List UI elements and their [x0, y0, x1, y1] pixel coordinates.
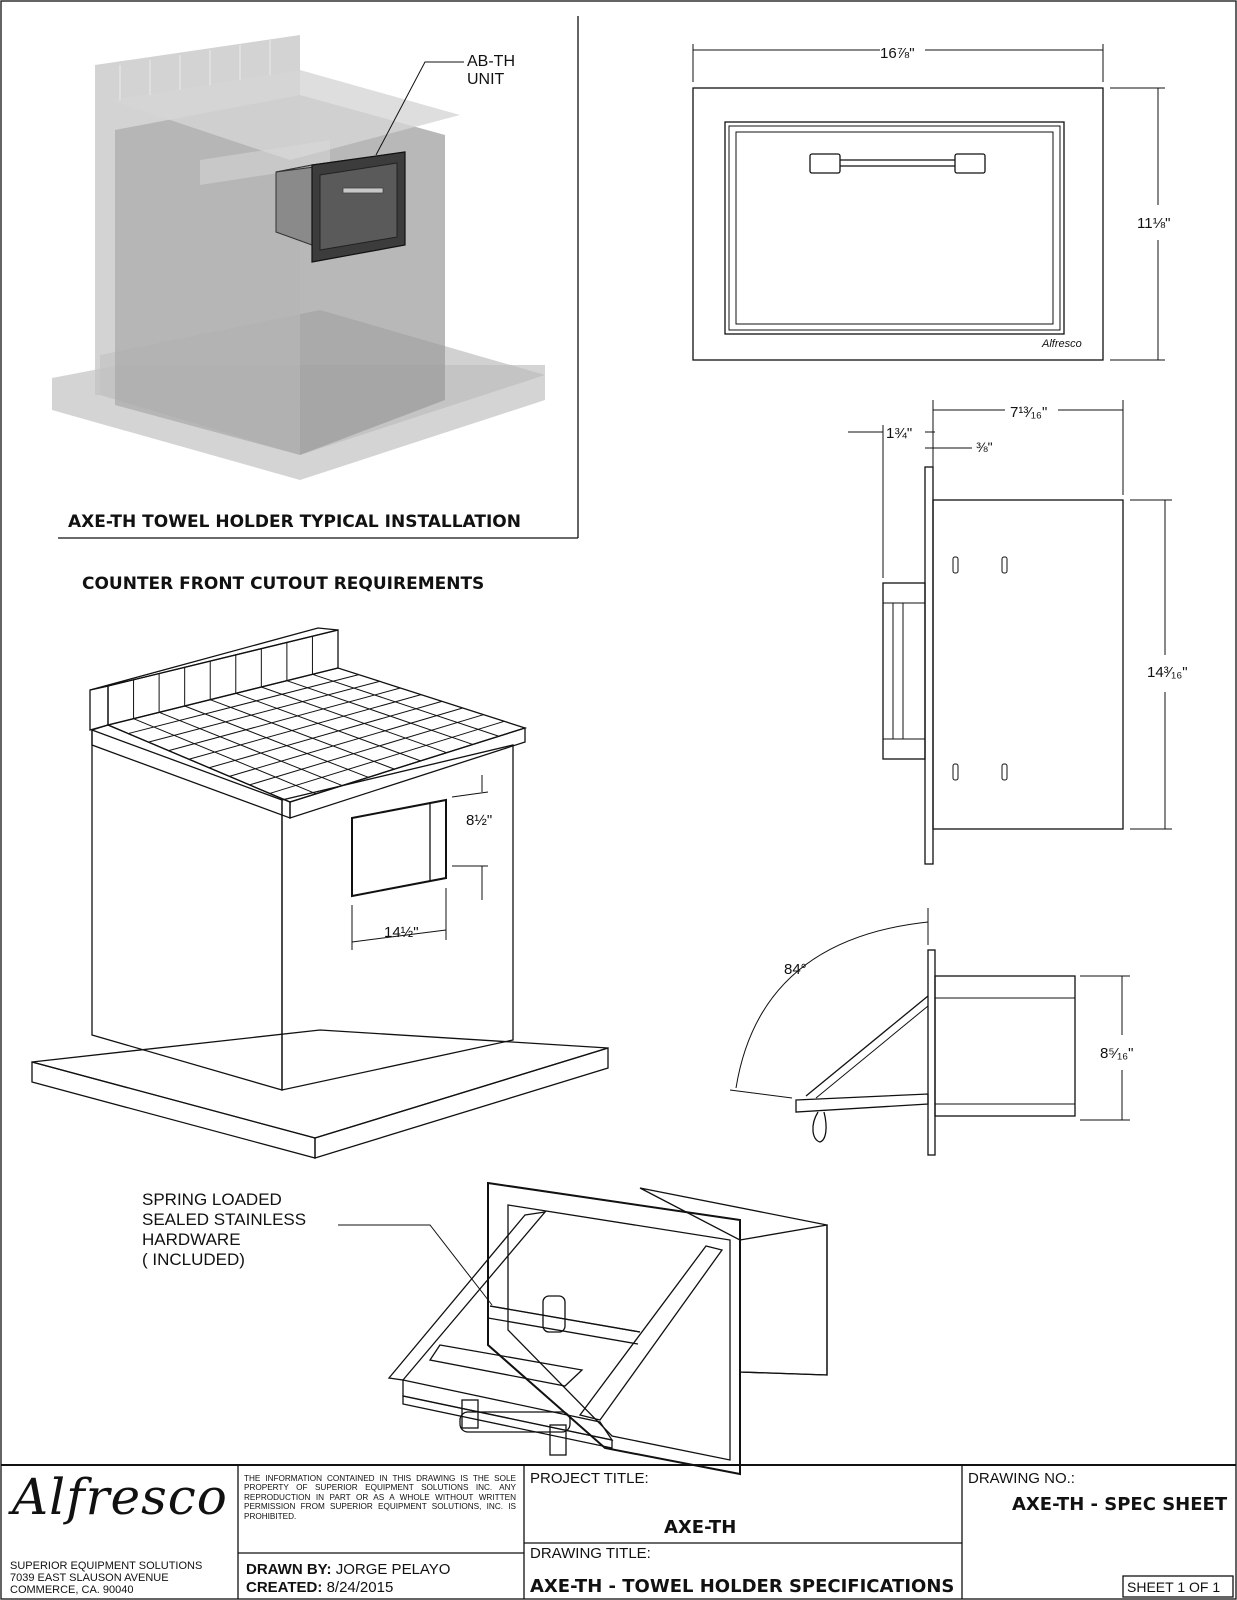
drawn-by-row: DRAWN BY: JORGE PELAYO	[246, 1561, 450, 1578]
counter-tile-grid	[128, 636, 505, 795]
tile-joint	[229, 707, 463, 777]
company-block: SUPERIOR EQUIPMENT SOLUTIONS 7039 EAST S…	[10, 1560, 202, 1596]
front-height-dim: 11⅛"	[1137, 215, 1170, 232]
tile-joint	[235, 692, 421, 762]
sheet-number: SHEET 1 OF 1	[1127, 1579, 1221, 1595]
project-title-label: PROJECT TITLE:	[530, 1470, 649, 1487]
hardware-note-line4: ( INCLUDED)	[142, 1250, 245, 1269]
tile-joint	[210, 699, 395, 770]
unit-callout-line2: UNIT	[467, 71, 505, 88]
isometric-unit	[338, 1181, 828, 1476]
tile-joint	[249, 714, 484, 786]
tile-joint	[269, 720, 505, 794]
installation-title: AXE-TH TOWEL HOLDER TYPICAL INSTALLATION	[68, 512, 521, 532]
tile-joint	[168, 687, 401, 752]
drawing-title-label: DRAWING TITLE:	[530, 1545, 651, 1562]
unit-callout-line1: AB-TH	[467, 53, 515, 70]
hardware-note-line3: HARDWARE	[142, 1230, 241, 1249]
tile-joint	[208, 700, 443, 769]
side-lip-dim: ⅜"	[976, 439, 993, 455]
open-door-view	[729, 908, 1130, 1156]
created-label: CREATED:	[246, 1579, 323, 1596]
front-width-dim: 16⅞"	[880, 45, 915, 62]
tile-joint	[188, 694, 422, 760]
cutout-width-dim: 14½"	[384, 924, 419, 941]
drawing-no-value: AXE-TH - SPEC SHEET	[1012, 1494, 1228, 1515]
tile-joint	[128, 674, 359, 735]
cutout-title: COUNTER FRONT CUTOUT REQUIREMENTS	[82, 574, 484, 594]
open-angle-dim: 84°	[784, 961, 807, 978]
company-street: 7039 EAST SLAUSON AVENUE	[10, 1572, 169, 1584]
tile-joint	[158, 711, 343, 787]
drawing-title-value: AXE-TH - TOWEL HOLDER SPECIFICATIONS	[530, 1576, 955, 1597]
front-view	[692, 44, 1165, 361]
tile-joint	[286, 680, 473, 745]
created-row: CREATED: 8/24/2015	[246, 1579, 393, 1596]
cutout-height-dim: 8½"	[466, 812, 492, 829]
installation-illustration	[52, 35, 545, 480]
front-brand-mark: Alfresco	[1041, 338, 1082, 350]
title-block-grid	[1, 1464, 1236, 1599]
tile-joint	[184, 705, 369, 778]
tile-joint	[261, 686, 447, 754]
hardware-note-line1: SPRING LOADED	[142, 1190, 282, 1209]
open-height-dim: 8⁵⁄₁₆"	[1100, 1045, 1134, 1062]
created-value: 8/24/2015	[326, 1579, 394, 1596]
side-depth-dim: 7¹³⁄₁₆"	[1010, 404, 1047, 421]
drawing-no-label: DRAWING NO.:	[968, 1470, 1075, 1487]
side-height-dim: 14³⁄₁₆"	[1147, 664, 1188, 681]
tile-joint	[148, 680, 380, 743]
alfresco-logo: Alfresco	[12, 1468, 228, 1526]
side-flange-dim: 1¾"	[886, 425, 912, 442]
company-city: COMMERCE, CA. 90040	[10, 1584, 134, 1596]
drawn-by-value: JORGE PELAYO	[335, 1561, 451, 1578]
side-view	[848, 400, 1172, 865]
tile-joint	[133, 718, 317, 795]
company-name: SUPERIOR EQUIPMENT SOLUTIONS	[10, 1560, 203, 1572]
project-title-value: AXE-TH	[664, 1517, 737, 1538]
hardware-note-line2: SEALED STAINLESS	[142, 1210, 306, 1229]
legal-notice: THE INFORMATION CONTAINED IN THIS DRAWIN…	[244, 1474, 516, 1521]
drawn-by-label: DRAWN BY:	[246, 1561, 332, 1578]
tile-joint	[312, 673, 500, 737]
